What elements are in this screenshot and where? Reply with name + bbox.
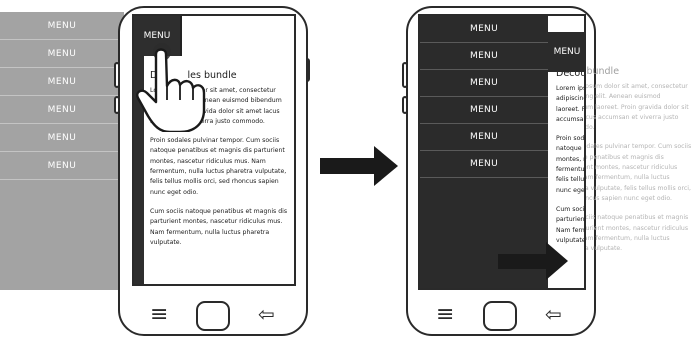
ghost-menu-item: MENU — [0, 68, 124, 96]
menu-button-label: MENU — [143, 31, 171, 41]
menu-button-open[interactable]: MENU — [548, 32, 584, 72]
article-title: Décou — [556, 68, 586, 79]
home-button[interactable] — [196, 301, 230, 331]
menu-peek-strip — [134, 56, 144, 284]
article-paragraph: Proin sodales pulvinar tempor. Cum socii… — [150, 137, 287, 196]
transition-arrow-shaft — [320, 158, 376, 174]
ghost-menu-item: MENU — [0, 152, 124, 180]
article-title: D les bundle — [150, 70, 237, 81]
back-icon[interactable]: ⇦ — [545, 302, 562, 326]
content-shift-arrow-shaft — [498, 254, 548, 269]
side-menu-item[interactable]: MENU — [420, 151, 548, 178]
article-paragraph: Lorem ipsum dolor sit amet, consectetur … — [556, 85, 586, 123]
menu-icon[interactable]: ≡ — [436, 302, 455, 327]
ghost-article-paragraph: Cum sociis natoque penatibus et magnis d… — [562, 214, 689, 253]
menu-icon[interactable]: ≡ — [150, 302, 169, 327]
side-menu-item[interactable]: MENU — [420, 124, 548, 151]
article-paragraph: Lorem ipsum dolor sit amet, consectetur … — [150, 87, 282, 125]
ghost-article-title: z les bundle — [562, 66, 620, 77]
ghost-article-paragraph: Proin sodales pulvinar tempor. Cum socii… — [562, 143, 692, 202]
ghost-menu-item: MENU — [0, 96, 124, 124]
article-paragraph: Proin sodales pulvinar tempor. Cum socii… — [556, 135, 586, 194]
ghost-menu-item: MENU — [0, 12, 124, 40]
ghost-article: z les bundle Lorem ipsum dolor sit amet,… — [562, 66, 692, 263]
article-paragraph: Cum sociis natoque penatibus et magnis d… — [556, 205, 586, 244]
side-menu-panel: MENU MENU MENU MENU MENU MENU — [420, 16, 548, 288]
home-button[interactable] — [483, 301, 517, 331]
side-menu-item[interactable]: MENU — [420, 16, 548, 43]
phone-screen-left: MENU D les bundle Lorem ipsum dolor sit … — [132, 14, 296, 286]
ghost-menu-item: MENU — [0, 124, 124, 152]
content-shift-arrow-icon — [546, 242, 568, 280]
side-menu-item[interactable]: MENU — [420, 43, 548, 70]
side-menu-item[interactable]: MENU — [420, 70, 548, 97]
transition-arrow-icon — [374, 146, 398, 186]
article: D les bundle Lorem ipsum dolor sit amet,… — [150, 70, 294, 257]
menu-button-label: MENU — [553, 47, 581, 57]
article-shifted: Décou Lorem ipsum dolor sit amet, consec… — [556, 68, 586, 255]
article-paragraph: Cum sociis natoque penatibus et magnis d… — [150, 207, 288, 246]
tap-hand-icon — [136, 43, 206, 132]
ghost-menu-panel-left: MENU MENU MENU MENU MENU MENU — [0, 12, 124, 290]
back-icon[interactable]: ⇦ — [258, 302, 275, 326]
side-menu-item[interactable]: MENU — [420, 97, 548, 124]
ghost-menu-item: MENU — [0, 40, 124, 68]
